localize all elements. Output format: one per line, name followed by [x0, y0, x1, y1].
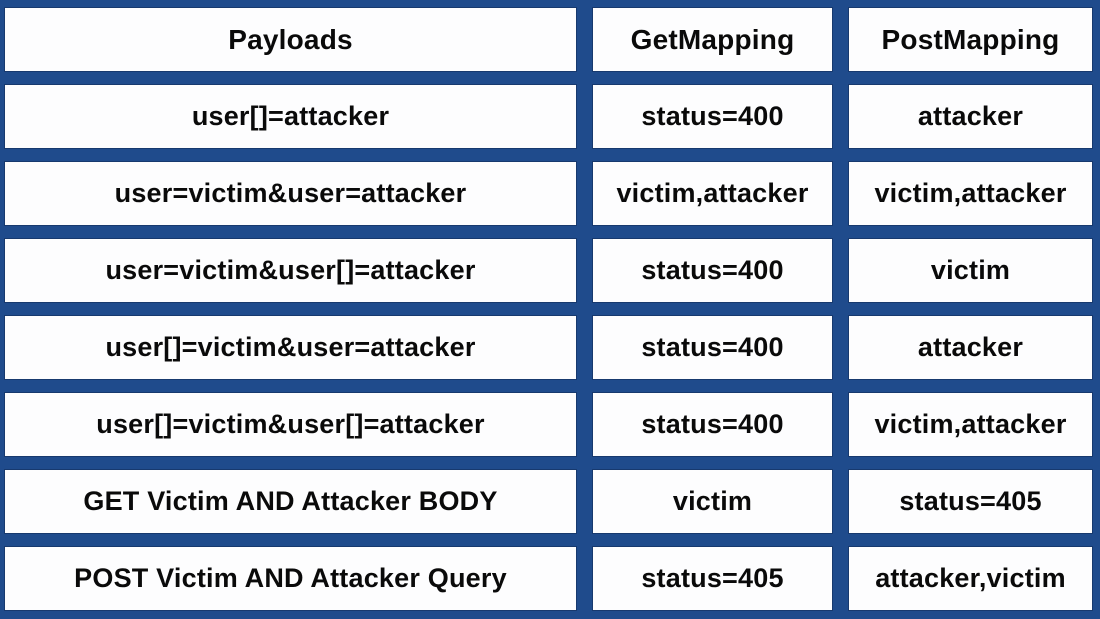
- table-cell-getmapping: status=400: [592, 315, 833, 380]
- table-cell-payload: user=victim&user=attacker: [4, 161, 577, 226]
- table-cell-getmapping: status=400: [592, 238, 833, 303]
- column-header-postmapping: PostMapping: [848, 7, 1093, 72]
- column-header-payloads: Payloads: [4, 7, 577, 72]
- table-cell-payload: user[]=victim&user[]=attacker: [4, 392, 577, 457]
- table-cell-postmapping: attacker: [848, 84, 1093, 149]
- table-cell-postmapping: status=405: [848, 469, 1093, 534]
- table-cell-payload: user=victim&user[]=attacker: [4, 238, 577, 303]
- table-cell-postmapping: victim,attacker: [848, 161, 1093, 226]
- column-header-getmapping: GetMapping: [592, 7, 833, 72]
- table-cell-postmapping: attacker,victim: [848, 546, 1093, 611]
- table-cell-payload: user[]=victim&user=attacker: [4, 315, 577, 380]
- table-cell-getmapping: status=405: [592, 546, 833, 611]
- table-cell-payload: user[]=attacker: [4, 84, 577, 149]
- table-cell-payload: GET Victim AND Attacker BODY: [4, 469, 577, 534]
- table-cell-postmapping: victim,attacker: [848, 392, 1093, 457]
- table-cell-postmapping: victim: [848, 238, 1093, 303]
- table-cell-payload: POST Victim AND Attacker Query: [4, 546, 577, 611]
- table-cell-getmapping: status=400: [592, 392, 833, 457]
- table-cell-getmapping: status=400: [592, 84, 833, 149]
- table-cell-postmapping: attacker: [848, 315, 1093, 380]
- table-cell-getmapping: victim: [592, 469, 833, 534]
- table-cell-getmapping: victim,attacker: [592, 161, 833, 226]
